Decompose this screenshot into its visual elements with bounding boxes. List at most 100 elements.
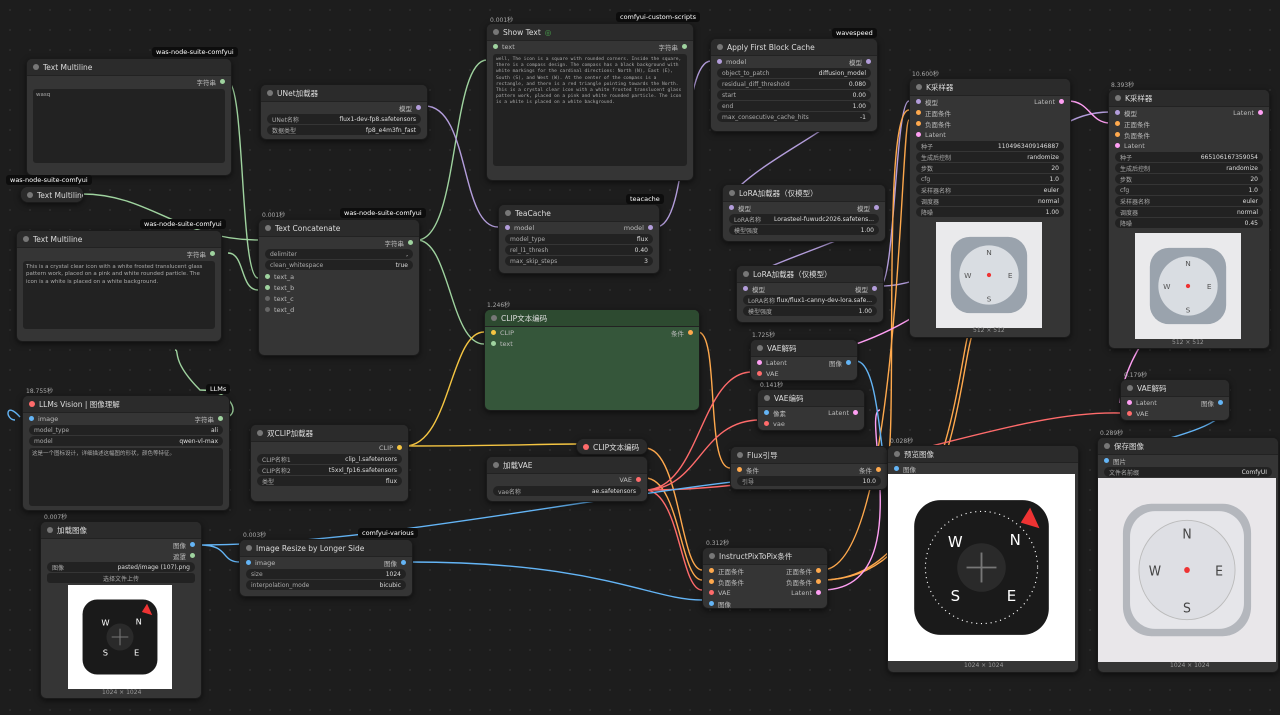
collapse-icon[interactable]: [1104, 443, 1110, 449]
output-socket[interactable]: [401, 560, 406, 565]
output-socket[interactable]: [872, 286, 877, 291]
output-socket[interactable]: [408, 240, 413, 245]
output-socket[interactable]: [1258, 110, 1263, 115]
collapse-icon[interactable]: [33, 64, 39, 70]
input-socket[interactable]: [1104, 458, 1109, 463]
input-socket[interactable]: [916, 132, 921, 137]
output-socket[interactable]: [874, 205, 879, 210]
output-socket[interactable]: [636, 477, 641, 482]
upload-button[interactable]: 选择文件上传: [47, 573, 195, 583]
output-socket[interactable]: [397, 445, 402, 450]
input-socket[interactable]: [709, 601, 714, 606]
output-socket[interactable]: [220, 79, 225, 84]
output-socket[interactable]: [816, 568, 821, 573]
delimiter-widget[interactable]: delimiter,: [265, 249, 413, 259]
input-socket[interactable]: [916, 110, 921, 115]
output-socket[interactable]: [853, 410, 858, 415]
input-socket[interactable]: [1115, 143, 1120, 148]
input-socket[interactable]: [491, 341, 496, 346]
output-socket[interactable]: [688, 330, 693, 335]
output-socket[interactable]: [1218, 400, 1223, 405]
collapse-icon[interactable]: [1127, 385, 1133, 391]
collapse-icon[interactable]: [717, 44, 723, 50]
output-socket[interactable]: [876, 467, 881, 472]
input-socket[interactable]: [729, 205, 734, 210]
input-socket[interactable]: [709, 568, 714, 573]
output-socket[interactable]: [210, 251, 215, 256]
text-multiline-node[interactable]: Text Multiline 字符串 wasq: [26, 58, 232, 176]
input-socket[interactable]: [505, 225, 510, 230]
input-socket[interactable]: [894, 466, 899, 471]
collapse-icon[interactable]: [709, 553, 715, 559]
collapse-icon[interactable]: [743, 271, 749, 277]
collapse-icon[interactable]: [47, 527, 53, 533]
input-socket[interactable]: [764, 421, 769, 426]
prompt-text-area[interactable]: 这是一个图标设计，详细描述这幅图的形状，颜色等特征。: [29, 448, 223, 506]
collapse-icon[interactable]: [27, 192, 33, 198]
input-socket[interactable]: [717, 59, 722, 64]
collapse-icon[interactable]: [493, 29, 499, 35]
output-socket[interactable]: [866, 59, 871, 64]
collapse-icon[interactable]: [916, 84, 922, 90]
collapse-icon[interactable]: [757, 345, 763, 351]
text-area[interactable]: wasq: [33, 89, 225, 163]
input-socket[interactable]: [265, 296, 270, 301]
input-socket[interactable]: [265, 285, 270, 290]
input-socket[interactable]: [1115, 132, 1120, 137]
output-socket[interactable]: [816, 579, 821, 584]
collapsed-node[interactable]: Text Multiline: [20, 186, 84, 203]
input-socket[interactable]: [29, 416, 34, 421]
input-socket[interactable]: [1127, 400, 1132, 405]
text-area[interactable]: This is a crystal clear icon with a whit…: [23, 261, 215, 329]
text-area[interactable]: well, The icon is a square with rounded …: [493, 54, 687, 166]
input-socket[interactable]: [265, 307, 270, 312]
instruct-pix2pix-node[interactable]: InstructPixToPix条件 正面条件正面条件 负面条件负面条件 VAE…: [702, 547, 828, 609]
collapse-icon[interactable]: [894, 451, 900, 457]
collapse-icon[interactable]: [737, 452, 743, 458]
input-socket[interactable]: [1115, 110, 1120, 115]
input-socket[interactable]: [916, 99, 921, 104]
input-socket[interactable]: [1115, 121, 1120, 126]
output-socket[interactable]: [416, 105, 421, 110]
collapse-icon[interactable]: [493, 462, 499, 468]
output-socket[interactable]: [816, 590, 821, 595]
input-socket[interactable]: [709, 579, 714, 584]
collapse-icon[interactable]: [583, 444, 589, 450]
input-socket[interactable]: [743, 286, 748, 291]
